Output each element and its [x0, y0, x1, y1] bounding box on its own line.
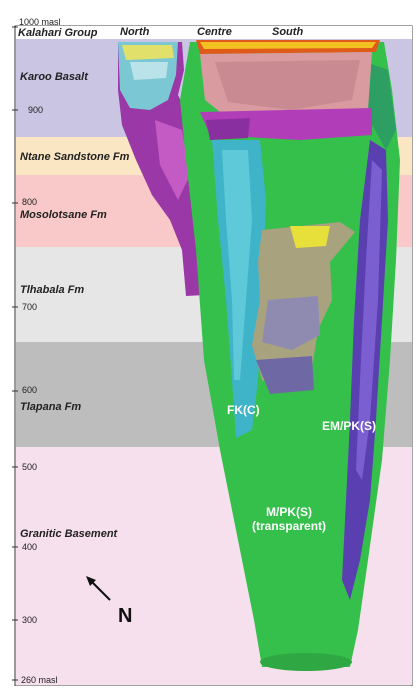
north-arrow-label: N — [118, 605, 132, 627]
tick-label-700: 700 — [22, 302, 37, 312]
tick-label-300: 300 — [22, 615, 37, 625]
label-mpk-line2: (transparent) — [252, 519, 326, 533]
label-tlhabala: Tlhabala Fm — [20, 284, 84, 296]
label-kalahari: Kalahari Group — [18, 27, 98, 39]
label-mpk-line1: M/PK(S) — [266, 505, 312, 519]
label-fk: FK(C) — [227, 403, 260, 417]
pipe-labels: North Centre South — [120, 26, 303, 38]
label-tlapana: Tlapana Fm — [20, 401, 81, 413]
label-karoo-basalt: Karoo Basalt — [20, 71, 89, 83]
label-em: EM/PK(S) — [322, 419, 376, 433]
tick-label-1000: 1000 masl — [19, 17, 61, 27]
label-mosolotsane: Mosolotsane Fm — [20, 209, 107, 221]
label-centre-pipe: Centre — [197, 26, 232, 38]
label-granitic-basement: Granitic Basement — [20, 528, 119, 540]
label-south-pipe: South — [272, 26, 303, 38]
tick-label-800: 800 — [22, 197, 37, 207]
tick-label-260: 260 masl — [21, 675, 58, 685]
label-ntane: Ntane Sandstone Fm — [20, 151, 130, 163]
centre-top-cap — [196, 40, 380, 140]
tick-label-900: 900 — [28, 105, 43, 115]
tick-label-500: 500 — [22, 462, 37, 472]
tick-label-400: 400 — [22, 542, 37, 552]
tick-label-600: 600 — [22, 385, 37, 395]
label-north-pipe: North — [120, 26, 150, 38]
